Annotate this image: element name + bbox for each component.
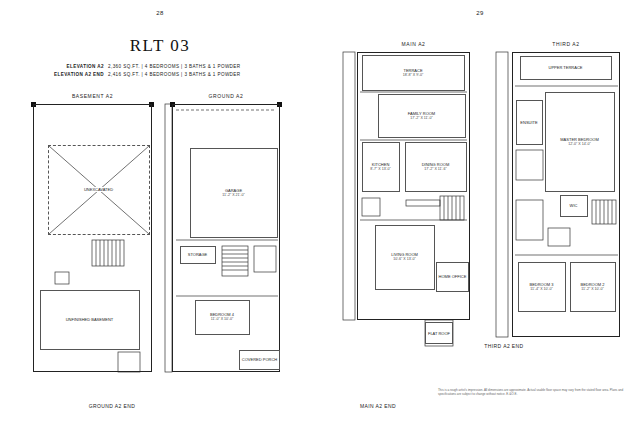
room-name: UNFINISHED BASEMENT bbox=[65, 317, 115, 322]
room-name: HOME OFFICE bbox=[438, 274, 468, 279]
cold-cellar bbox=[118, 352, 140, 372]
room: HOME OFFICE bbox=[436, 262, 470, 292]
stair bbox=[440, 196, 464, 220]
unexcavated-cross bbox=[49, 146, 149, 234]
stair-treads bbox=[596, 200, 612, 224]
end-unit-strip bbox=[343, 52, 355, 320]
room-name: UPPER TERRACE bbox=[548, 65, 584, 70]
room-dimension: 8'-7" X 13'-0" bbox=[369, 167, 392, 172]
room-name: FLAT ROOF bbox=[427, 331, 451, 336]
end-unit-strip bbox=[165, 104, 172, 372]
room-dimension: 11'-4" X 10'-0" bbox=[529, 287, 553, 292]
room: FLAT ROOF bbox=[425, 322, 453, 344]
room: BEDROOM 411'-0" X 10'-0" bbox=[195, 300, 250, 335]
room-dimension: 11'-2" X 10'-0" bbox=[580, 287, 604, 292]
plan-label: GROUND A2 END bbox=[89, 403, 136, 409]
room: MASTER BEDROOM12'-0" X 14'-0" bbox=[545, 92, 615, 192]
elevation-spec: 2,360 SQ.FT. | 4 BEDROOMS | 3 BATHS & 1 … bbox=[108, 64, 241, 69]
stair-treads bbox=[222, 250, 248, 270]
room: ENSUITE bbox=[516, 100, 543, 145]
wall bbox=[176, 240, 278, 296]
page-number: 28 bbox=[156, 10, 163, 16]
bath bbox=[516, 200, 543, 240]
room: BEDROOM 311'-4" X 10'-0" bbox=[518, 262, 566, 312]
page-title: RLT 03 bbox=[80, 36, 240, 56]
room-dimension: 18'-8" X 9'-0" bbox=[402, 73, 425, 78]
disclaimer: This is a rough artist's impression. All… bbox=[438, 388, 633, 396]
room-dimension: 12'-0" X 14'-0" bbox=[567, 142, 592, 147]
plan-label: THIRD A2 END bbox=[484, 343, 523, 349]
room: COVERED PORCH bbox=[239, 350, 280, 370]
laundry bbox=[548, 228, 570, 246]
room: UNEXCAVATED bbox=[48, 145, 150, 235]
floor-plan: GROUND A2GARAGE11'-2" X 21'-0"STORAGEBED… bbox=[172, 104, 280, 372]
room-name: STORAGE bbox=[187, 252, 209, 257]
page-number: 29 bbox=[476, 10, 483, 16]
stair bbox=[592, 200, 616, 224]
room: GARAGE11'-2" X 21'-0" bbox=[190, 148, 278, 238]
elevation-spec: ELEVATION A2 END bbox=[54, 72, 104, 77]
room-name: UNEXCAVATED bbox=[83, 187, 114, 192]
room: STORAGE bbox=[180, 246, 216, 264]
room: UNFINISHED BASEMENT bbox=[40, 290, 140, 350]
room-dimension: 17'-2" X 11'-6" bbox=[423, 167, 447, 172]
stair bbox=[92, 240, 124, 266]
room: WIC bbox=[560, 195, 588, 217]
front-bay bbox=[425, 320, 453, 346]
bath bbox=[516, 150, 543, 180]
plan-heading: BASEMENT A2 bbox=[14, 93, 171, 99]
wall bbox=[360, 92, 467, 220]
room: BEDROOM 211'-2" X 10'-0" bbox=[570, 262, 616, 312]
room-name: WIC bbox=[569, 203, 579, 208]
stair bbox=[222, 246, 248, 276]
end-unit-strip bbox=[496, 52, 508, 337]
room-name: COVERED PORCH bbox=[241, 357, 278, 362]
floor-plan: MAIN A2TERRACE18'-8" X 9'-0"FAMILY ROOM1… bbox=[357, 52, 470, 320]
garage-door bbox=[176, 110, 276, 111]
floor-plan: THIRD A2UPPER TERRACEMASTER BEDROOM12'-0… bbox=[512, 52, 620, 337]
room-dimension: 10'-6" X 13'-0" bbox=[392, 257, 417, 262]
mechanical bbox=[55, 272, 69, 284]
wall bbox=[515, 86, 618, 255]
room: FAMILY ROOM17'-2" X 11'-0" bbox=[378, 94, 466, 138]
elevation-spec: 2,416 SQ.FT. | 4 BEDROOMS | 3 BATHS & 1 … bbox=[108, 72, 241, 77]
plan-heading: GROUND A2 bbox=[153, 93, 299, 99]
floor-plan: BASEMENT A2UNEXCAVATEDUNFINISHED BASEMEN… bbox=[33, 104, 152, 372]
room: UPPER TERRACE bbox=[520, 56, 612, 80]
powder-room bbox=[362, 198, 380, 216]
room-dimension: 17'-2" X 11'-0" bbox=[409, 116, 433, 121]
stair-treads bbox=[96, 240, 120, 266]
room-dimension: 11'-2" X 21'-0" bbox=[221, 193, 245, 198]
room: LIVING ROOM10'-6" X 13'-0" bbox=[375, 225, 435, 290]
room-name: ENSUITE bbox=[519, 120, 538, 125]
room: TERRACE18'-8" X 9'-0" bbox=[362, 55, 465, 91]
unexcavated-cross bbox=[49, 146, 149, 234]
plan-heading: THIRD A2 bbox=[493, 41, 639, 47]
plan-heading: MAIN A2 bbox=[338, 41, 489, 47]
elevation-spec: ELEVATION A2 bbox=[67, 64, 104, 69]
bath bbox=[254, 246, 276, 272]
stair-treads bbox=[444, 196, 460, 220]
room-dimension: 11'-0" X 10'-0" bbox=[210, 317, 234, 322]
plan-label: MAIN A2 END bbox=[360, 403, 396, 409]
room: DINING ROOM17'-2" X 11'-6" bbox=[405, 142, 467, 192]
kitchen-island bbox=[406, 200, 440, 206]
room: KITCHEN8'-7" X 13'-0" bbox=[362, 142, 400, 192]
